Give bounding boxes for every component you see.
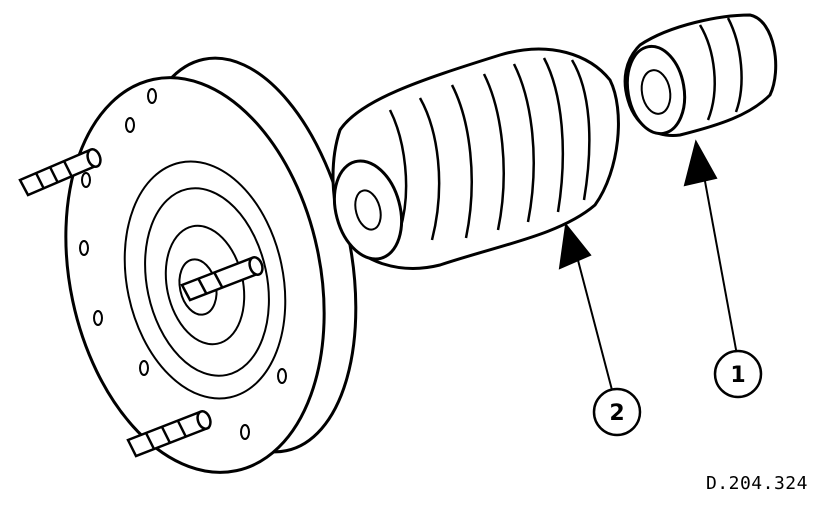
bellows-bore: [354, 189, 382, 231]
mount-hole: [147, 88, 157, 104]
mount-hole: [93, 310, 103, 326]
strut-top-mount: [18, 56, 358, 474]
callout-number-1: 1: [730, 363, 745, 388]
mount-hole: [139, 360, 149, 376]
arrowhead-2: [558, 222, 592, 270]
callout-leader-1: [683, 139, 738, 356]
bump-stop-bore: [640, 69, 672, 115]
callout-circle-1: [713, 349, 763, 399]
mount-hole: [79, 240, 89, 256]
arrowhead-1: [683, 139, 718, 187]
mount-stud-lower: [126, 410, 212, 458]
callout-1: 1: [713, 349, 763, 399]
bellows-dust-boot: [331, 47, 620, 270]
mount-hole: [240, 424, 250, 440]
callout-leader-2: [558, 222, 613, 391]
mount-hole: [125, 117, 135, 133]
callout-circle-2: [592, 387, 642, 437]
mount-hole: [277, 368, 287, 384]
mount-holes: [79, 88, 287, 440]
mount-stud-center: [180, 256, 264, 302]
mount-hole: [81, 172, 91, 188]
bump-stop-cap: [623, 13, 778, 137]
figure-reference-code: D.204.324: [705, 473, 808, 494]
mount-stud-upper: [18, 148, 102, 197]
callout-2: 2: [592, 387, 642, 437]
callout-number-2: 2: [609, 401, 624, 426]
